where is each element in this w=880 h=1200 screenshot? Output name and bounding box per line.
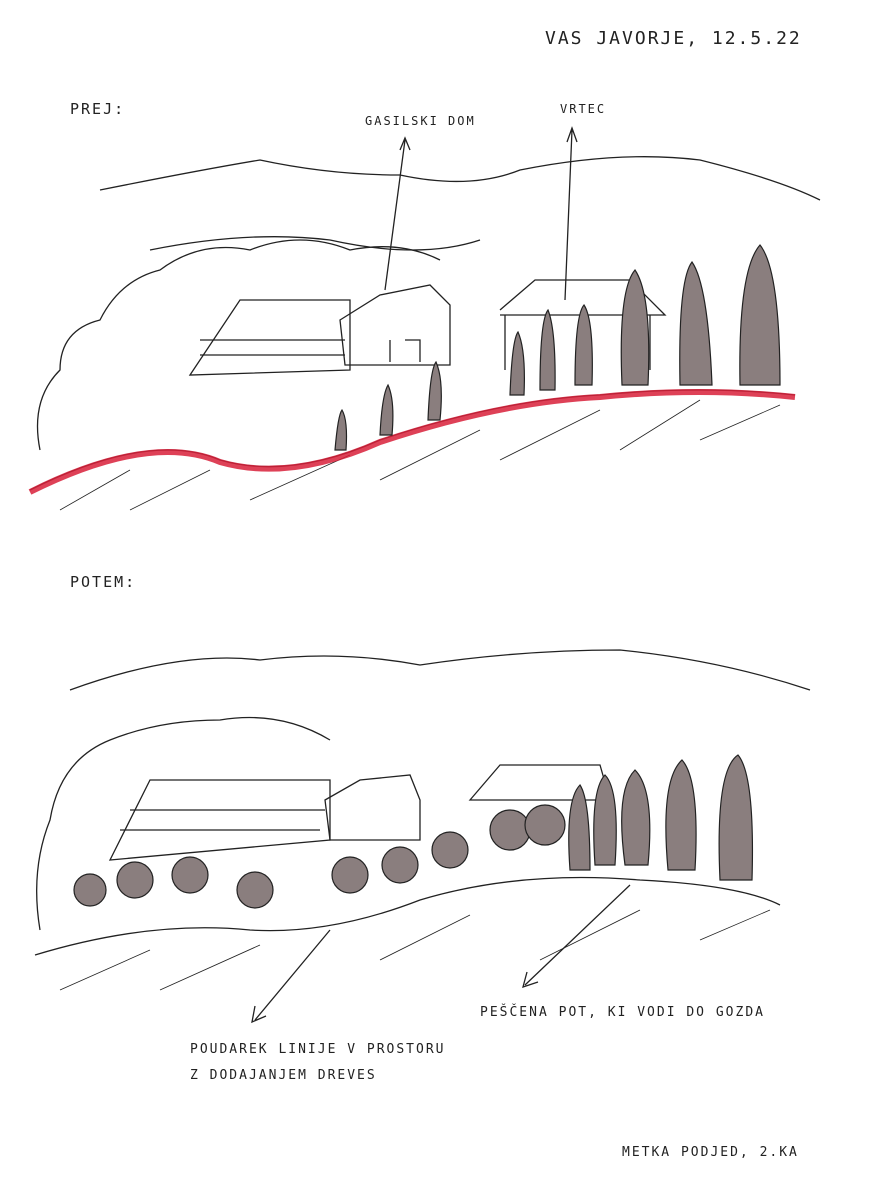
hillside-line-bottom [34,876,781,956]
cypress-trees-top [334,244,781,451]
red-highlight-line [28,389,796,495]
sheet-title: VAS JAVORJE, 12.5.22 [545,28,802,49]
annotation-gasilski-dom: GASILSKI DOM [365,114,476,128]
field-bottom [108,779,331,861]
annotation-sand-path: PEŠČENA POT, KI VODI DO GOZDA [480,1005,765,1020]
hills-outline-top [99,156,821,201]
arrow-path [522,884,631,988]
fire-station-building [339,284,451,366]
new-trees-bottom [73,754,754,909]
trees-left-top [36,239,441,451]
fire-station-building-bottom [324,774,421,841]
field-top [188,299,351,376]
before-label: PREJ: [70,100,126,118]
arrow-line [251,929,331,1024]
annotation-line-emphasis-1: POUDAREK LINIJE V PROSTORU [190,1042,446,1057]
trees-left-bottom [36,716,331,931]
annotation-vrtec: VRTEC [560,102,607,116]
kindergarten-building-bottom [468,764,611,801]
annotation-line-emphasis-2: Z DODAJANJEM DREVES [190,1068,377,1083]
hills-outline-bottom [69,649,811,691]
arrow-gasilski-dom [384,136,411,291]
arrow-vrtec [564,126,578,301]
after-label: POTEM: [70,573,137,591]
hillside-line-top [29,389,796,491]
author-signature: METKA PODJED, 2.KA [622,1145,799,1160]
